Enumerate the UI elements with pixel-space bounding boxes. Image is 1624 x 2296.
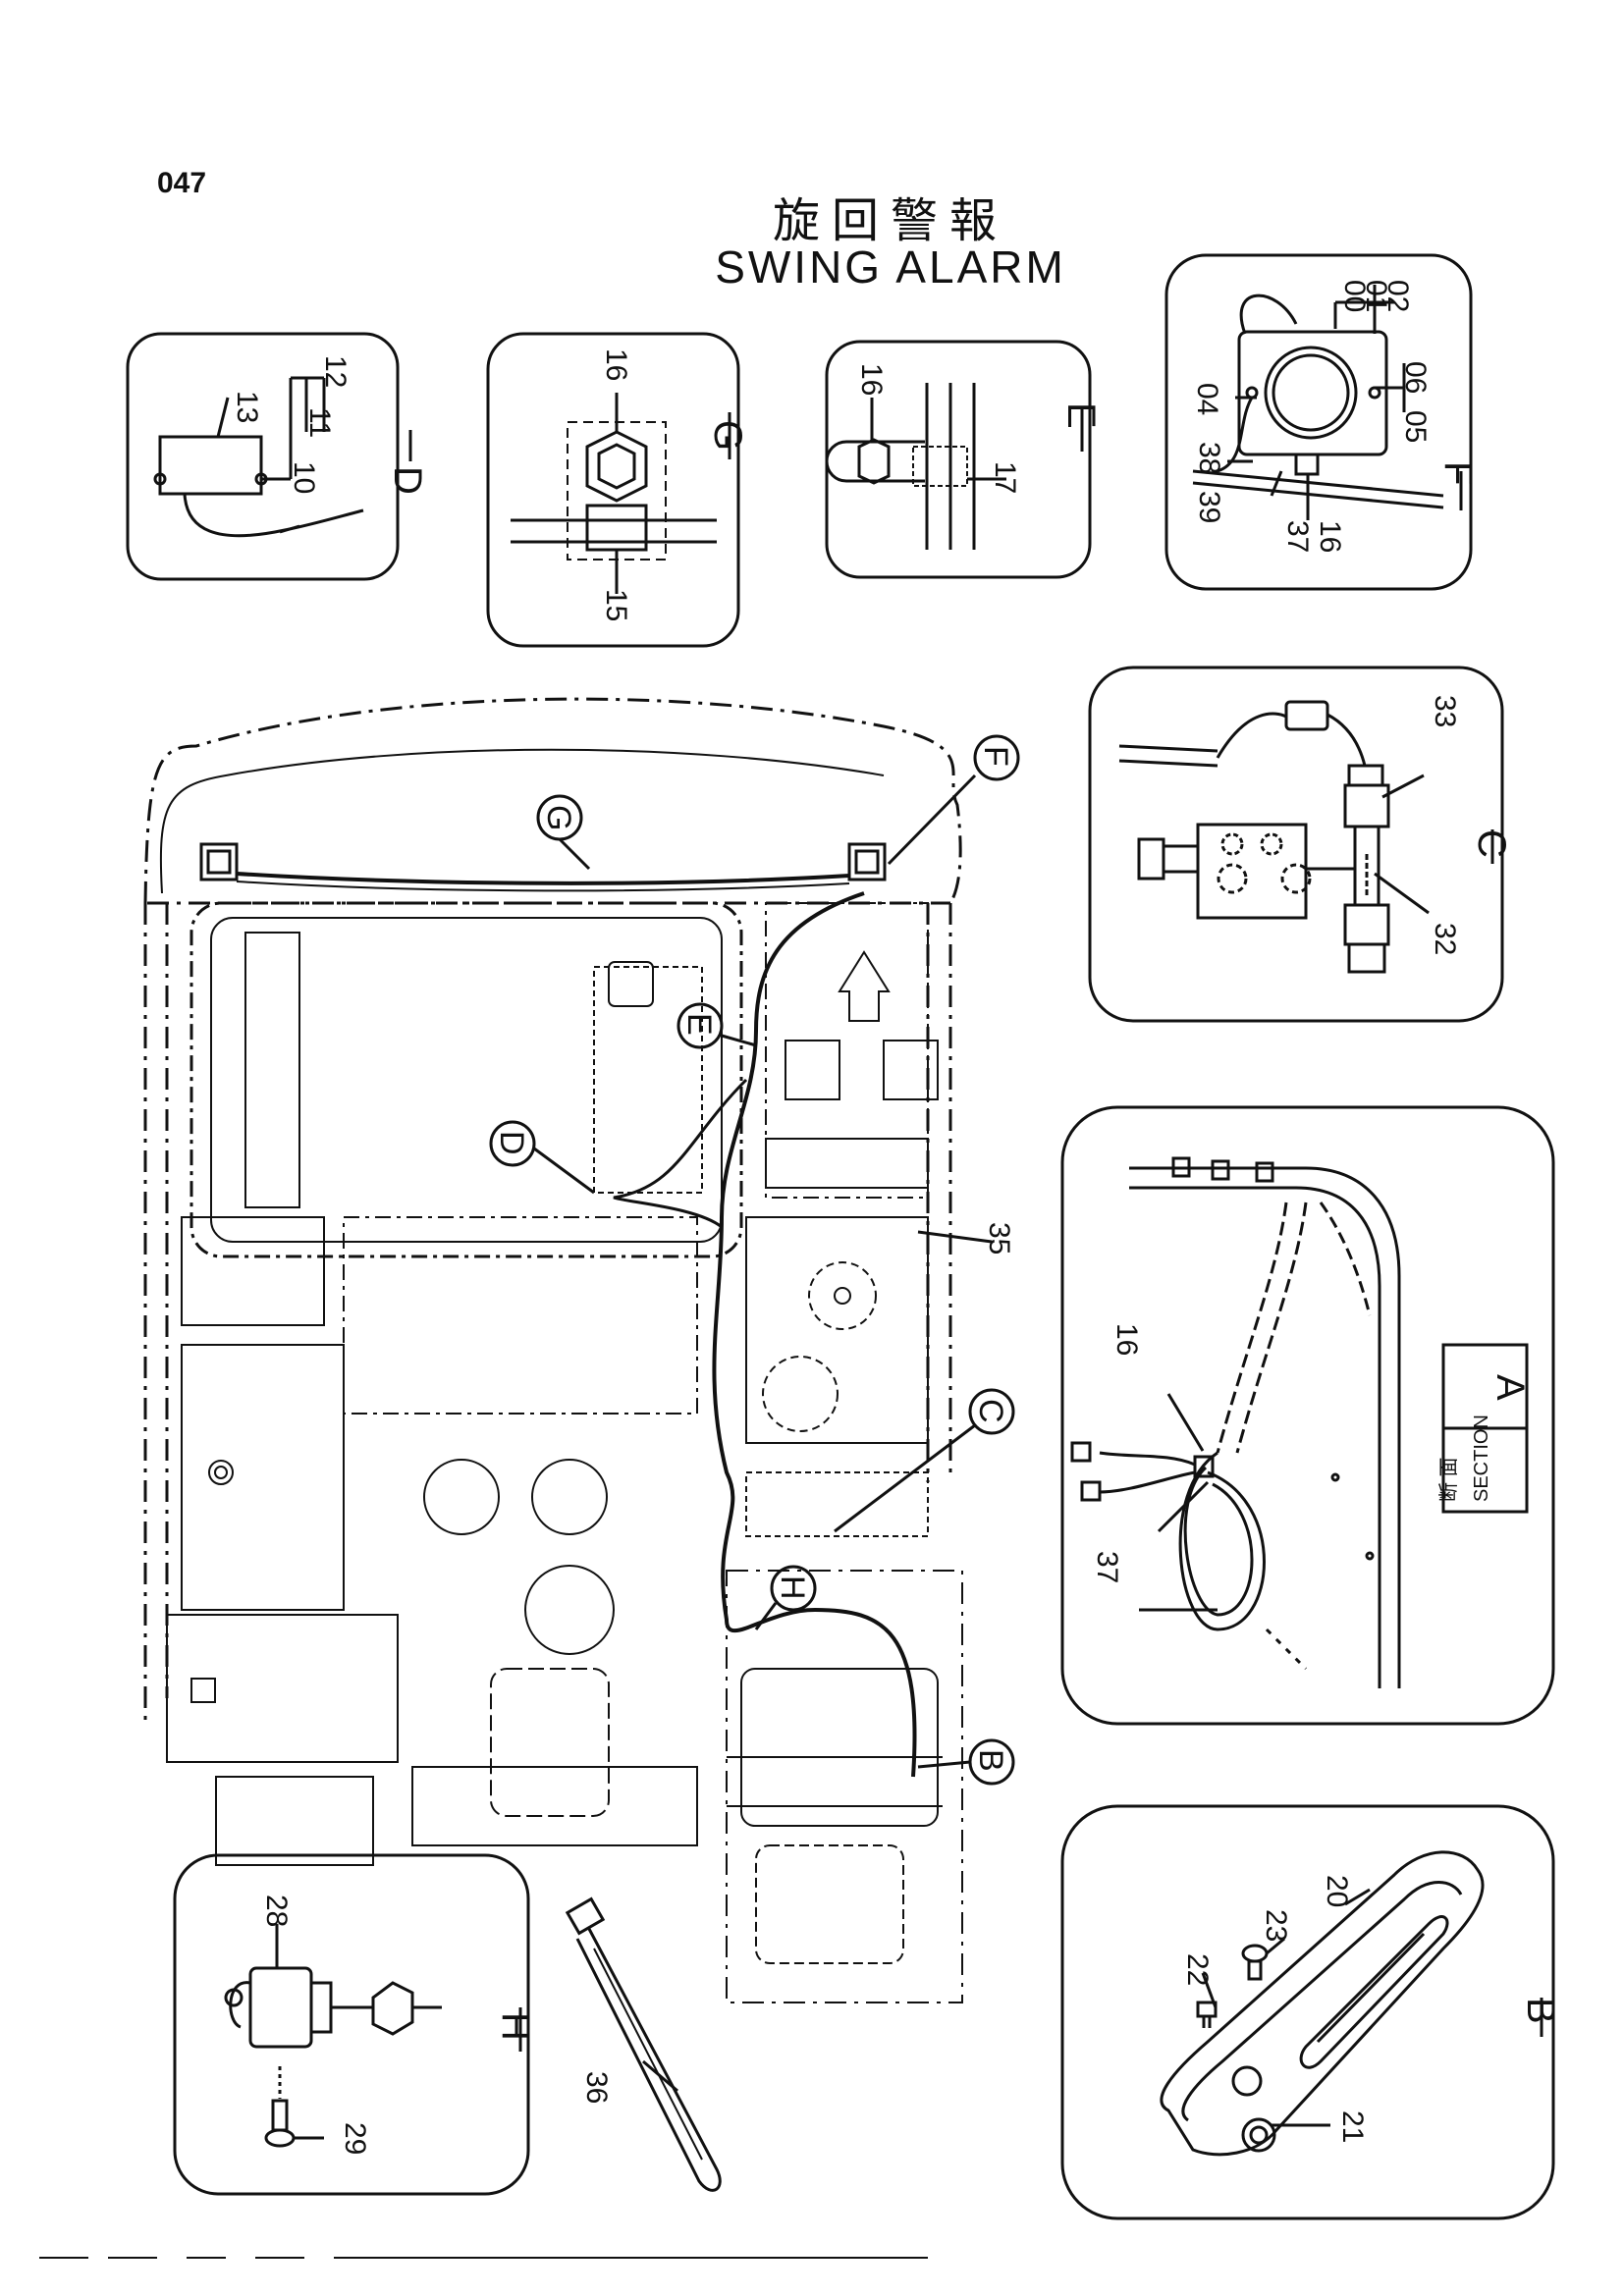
part-11-label: 11 — [303, 407, 336, 438]
detail-frame-c — [1088, 666, 1504, 1023]
callout-letter-c: C — [972, 1399, 1009, 1423]
part-16-label-a: 16 — [1110, 1323, 1143, 1356]
part-37-label-f: 37 — [1281, 520, 1314, 553]
section-label-jp: 断 面 — [1437, 1457, 1460, 1502]
callout-c: C — [834, 1388, 1015, 1533]
part-33-label: 33 — [1429, 695, 1461, 727]
part-28-label: 28 — [260, 1895, 293, 1927]
title-japanese: 旋回警報 — [772, 193, 1008, 248]
callout-g: G — [536, 794, 591, 871]
detail-view-section-a: 16 37 断 面 SECTION A — [1060, 1105, 1555, 1726]
cable-tie-36: 36 — [565, 1896, 722, 2192]
part-21-label: 21 — [1336, 2110, 1369, 2143]
part-01-label: 01 — [1360, 280, 1392, 312]
part-38-label: 38 — [1193, 442, 1225, 474]
detail-frame-h — [173, 1853, 530, 2196]
callout-e: E — [677, 1002, 757, 1049]
part-29-label: 29 — [339, 2122, 371, 2155]
part-06-label: 06 — [1399, 361, 1432, 394]
part-16-label: 16 — [600, 348, 632, 381]
part-22-label: 22 — [1181, 1953, 1214, 1986]
part-17-label: 17 — [989, 461, 1021, 494]
part-23-label: 23 — [1260, 1909, 1292, 1942]
detail-view-f: 00 01 02 04 06 05 38 39 37 16 F — [1164, 253, 1480, 591]
machine-top-view: 35 G F E D C — [143, 697, 1020, 2003]
detail-frame-b — [1060, 1804, 1555, 2220]
detail-frame-a — [1060, 1105, 1555, 1726]
callout-letter-h: H — [774, 1575, 811, 1600]
callout-h: H — [754, 1565, 817, 1630]
detail-frame-d — [126, 332, 400, 581]
detail-view-g: 16 15 G — [486, 332, 749, 648]
part-39-label: 39 — [1193, 491, 1225, 523]
hydraulic-area — [745, 1216, 929, 1537]
callout-letter-b: B — [972, 1749, 1009, 1772]
detail-view-d: 13 10 11 12 D — [126, 332, 429, 581]
detail-view-c: 33 32 C — [1088, 666, 1513, 1023]
part-05-label: 05 — [1399, 410, 1432, 443]
radiator-grille — [244, 932, 703, 1208]
part-00-label: 00 — [1338, 280, 1371, 312]
section-letter-a: A — [1489, 1374, 1532, 1401]
callout-b: B — [917, 1738, 1015, 1786]
part-12-label: 12 — [319, 355, 352, 388]
part-32-label: 32 — [1429, 923, 1461, 955]
detail-view-h: 28 29 H — [173, 1853, 537, 2196]
part-16-label-f: 16 — [1314, 520, 1346, 553]
part-20-label: 20 — [1321, 1875, 1353, 1907]
part-15-label: 15 — [600, 589, 632, 621]
part-02-label: 02 — [1381, 280, 1414, 312]
callout-f: F — [887, 734, 1020, 866]
alarm-unit-d — [158, 435, 263, 496]
detail-view-b: 23 20 22 21 B — [1060, 1804, 1562, 2220]
view-label-c: C — [1470, 829, 1513, 858]
part-10-label: 10 — [288, 461, 320, 494]
engine-deck — [765, 902, 939, 1199]
detail-frame-f — [1164, 253, 1473, 591]
part-36-label: 36 — [580, 2071, 613, 2104]
view-label-f: F — [1436, 461, 1480, 485]
part-13-label: 13 — [231, 391, 263, 423]
view-label-e: E — [1059, 402, 1103, 429]
view-label-b: B — [1519, 1998, 1562, 2024]
callout-letter-g: G — [540, 805, 577, 830]
view-label-d: D — [386, 466, 429, 495]
part-35-label: 35 — [983, 1222, 1015, 1255]
tank-area — [166, 1216, 698, 1866]
detail-frame-g — [486, 332, 740, 648]
callout-d: D — [489, 1120, 595, 1195]
page-number: 047 — [157, 167, 207, 199]
part-37-label-a: 37 — [1091, 1551, 1123, 1583]
part-04-label: 04 — [1191, 383, 1223, 415]
view-label-h: H — [494, 2012, 537, 2041]
cab-area — [726, 1570, 963, 2003]
view-label-g: G — [706, 420, 749, 451]
callout-letter-d: D — [493, 1131, 530, 1155]
callout-letter-e: E — [680, 1013, 718, 1036]
callout-letter-f: F — [977, 746, 1014, 767]
part-16-label-e: 16 — [855, 363, 888, 396]
section-label-en: SECTION — [1471, 1415, 1492, 1502]
title-english: SWING ALARM — [715, 241, 1066, 293]
detail-view-e: 16 17 E — [825, 340, 1103, 579]
